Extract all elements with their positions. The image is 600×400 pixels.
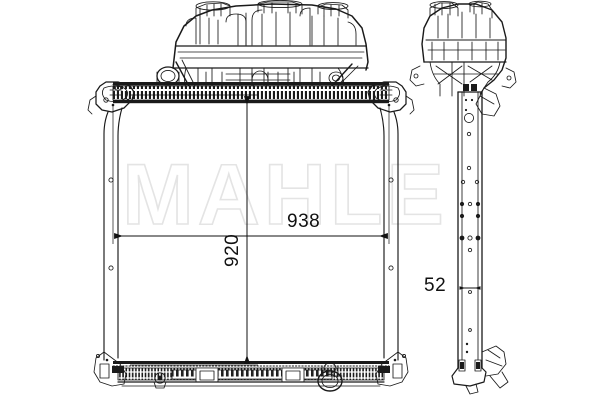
dimension-lines	[112, 94, 481, 366]
depth-dimension-label: 52	[424, 275, 447, 296]
right-mount-bracket	[367, 81, 415, 361]
side-view-expansion-tank	[409, 0, 517, 117]
width-dimension-label: 938	[287, 211, 321, 232]
bottom-header-tank	[93, 351, 409, 392]
top-header-tank	[112, 66, 390, 104]
mahle-watermark: MAHLE	[122, 147, 448, 243]
left-mount-bracket	[87, 81, 135, 361]
expansion-tank-front	[172, 0, 369, 90]
core-side-rails	[103, 149, 399, 351]
side-view-core-column	[451, 84, 509, 395]
height-dimension-label: 920	[222, 233, 243, 267]
